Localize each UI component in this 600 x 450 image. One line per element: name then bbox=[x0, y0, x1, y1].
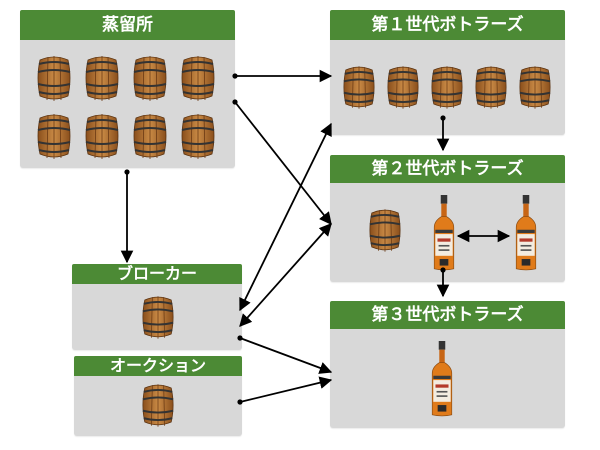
auction-node: オークション bbox=[74, 356, 242, 436]
broker-node: ブローカー bbox=[72, 264, 242, 350]
arrow-origin-dot bbox=[232, 99, 238, 105]
arrow-broker-to-third-gen bbox=[239, 337, 333, 374]
first-generation-bottlers-node: 第１世代ボトラーズ bbox=[330, 10, 565, 135]
second-generation-bottlers-title: 第２世代ボトラーズ bbox=[330, 155, 565, 183]
arrow-origin-dot bbox=[440, 115, 446, 121]
arrow-origin-dot bbox=[232, 73, 238, 79]
auction-title: オークション bbox=[74, 356, 242, 376]
arrow-broker-first-gen bbox=[239, 122, 332, 312]
arrow-auction-to-third-gen bbox=[239, 376, 333, 403]
distillery-title: 蒸留所 bbox=[20, 10, 235, 40]
distillery-node: 蒸留所 bbox=[20, 10, 235, 168]
arrow-origin-dot bbox=[440, 267, 446, 273]
second-generation-bottlers-node: 第２世代ボトラーズ bbox=[330, 155, 565, 282]
arrow-origin-dot bbox=[237, 399, 243, 405]
first-generation-bottlers-title: 第１世代ボトラーズ bbox=[330, 10, 565, 40]
arrow-distillery-to-second-gen bbox=[234, 101, 332, 225]
third-generation-bottlers-title: 第３世代ボトラーズ bbox=[330, 301, 565, 329]
arrow-origin-dot bbox=[237, 335, 243, 341]
arrow-origin-dot bbox=[124, 169, 130, 175]
arrow-broker-second-gen bbox=[239, 223, 332, 327]
third-generation-bottlers-node: 第３世代ボトラーズ bbox=[330, 301, 565, 428]
broker-title: ブローカー bbox=[72, 264, 242, 284]
